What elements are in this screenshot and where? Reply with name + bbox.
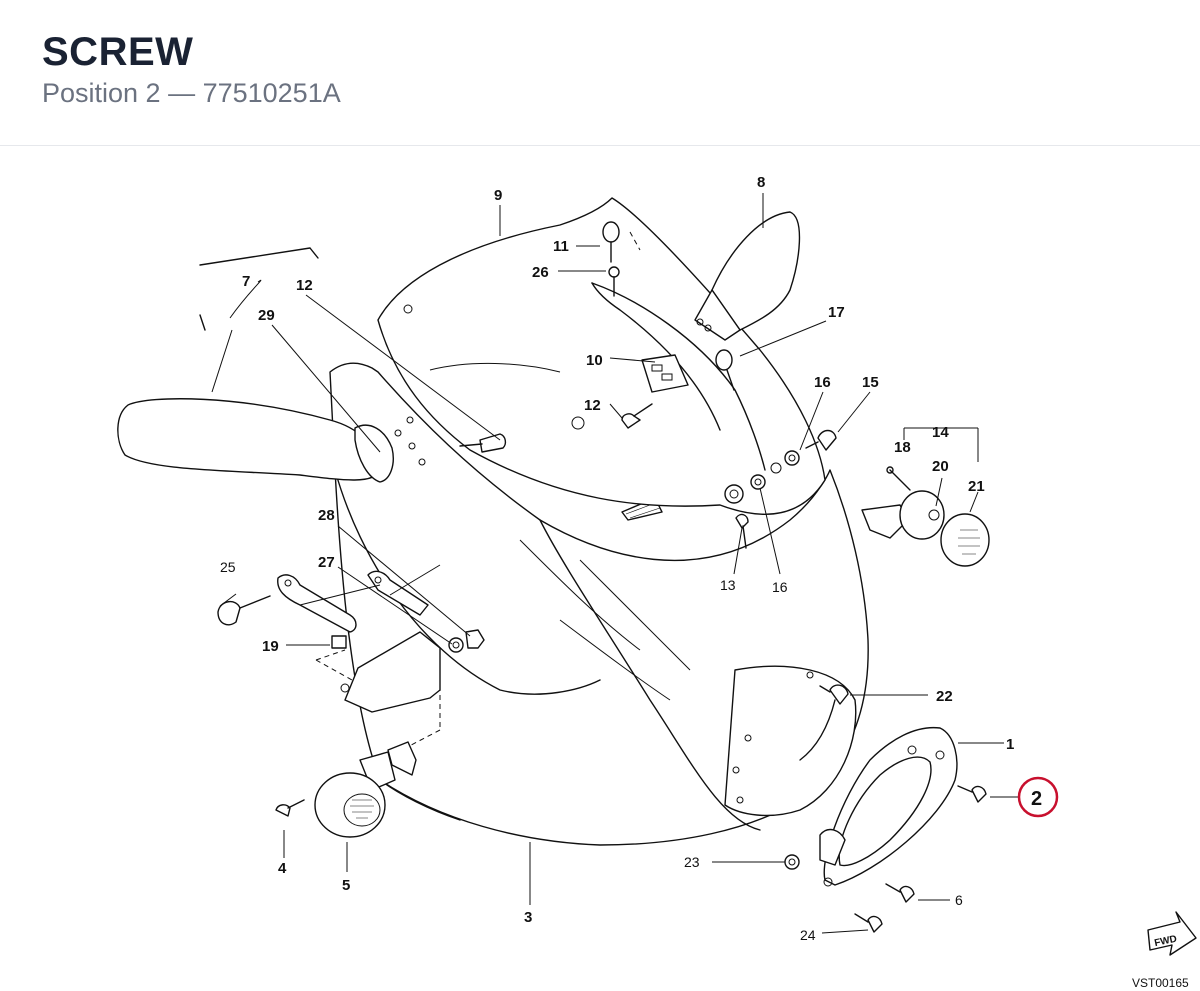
label-29[interactable]: 29 — [258, 307, 275, 324]
label-23[interactable]: 23 — [684, 854, 700, 870]
label-11[interactable]: 11 — [553, 238, 569, 255]
label-5[interactable]: 5 — [342, 877, 350, 894]
indicator-left — [314, 751, 396, 838]
label-26[interactable]: 26 — [532, 264, 549, 281]
label-7[interactable]: 7 — [242, 273, 250, 290]
label-14[interactable]: 14 — [932, 424, 949, 441]
page-header: SCREW Position 2 — 77510251A — [0, 0, 1200, 146]
label-24[interactable]: 24 — [800, 927, 816, 943]
label-8[interactable]: 8 — [757, 174, 765, 191]
label-6[interactable]: 6 — [955, 892, 963, 908]
exploded-parts-diagram: 9 8 11 26 7 12 29 10 12 17 16 15 14 18 2… — [0, 146, 1200, 991]
label-27[interactable]: 27 — [318, 554, 335, 571]
label-1[interactable]: 1 — [1006, 736, 1014, 753]
fwd-arrow-icon: FWD — [1147, 911, 1197, 956]
mirror-right — [694, 211, 801, 341]
leader-lines — [211, 193, 1018, 934]
mirror-left — [117, 247, 394, 483]
label-15[interactable]: 15 — [862, 374, 879, 391]
label-18[interactable]: 18 — [894, 439, 911, 456]
label-9[interactable]: 9 — [494, 187, 502, 204]
part-labels: 9 8 11 26 7 12 29 10 12 17 16 15 14 18 2… — [220, 174, 1014, 943]
drawing-code: VST00165 — [1132, 976, 1189, 990]
label-28[interactable]: 28 — [318, 507, 335, 524]
label-21[interactable]: 21 — [968, 478, 985, 495]
label-10[interactable]: 10 — [586, 352, 603, 369]
diagram-canvas: 9 8 11 26 7 12 29 10 12 17 16 15 14 18 2… — [117, 174, 1197, 990]
label-2-highlighted[interactable]: 2 — [1031, 788, 1042, 810]
label-16b[interactable]: 16 — [772, 579, 788, 595]
label-12b[interactable]: 12 — [584, 397, 601, 414]
fwd-label: FWD — [1153, 934, 1178, 949]
label-16a[interactable]: 16 — [814, 374, 831, 391]
label-12a[interactable]: 12 — [296, 277, 313, 294]
part-position-subtitle: Position 2 — 77510251A — [42, 78, 341, 108]
highlighted-part-2[interactable]: 2 — [1017, 776, 1059, 818]
headlight-bracket — [819, 726, 958, 887]
page-title: SCREW — [42, 30, 194, 74]
label-22[interactable]: 22 — [936, 688, 953, 705]
label-25[interactable]: 25 — [220, 559, 236, 575]
label-13[interactable]: 13 — [720, 577, 736, 593]
indicator-right — [861, 490, 990, 567]
fasteners — [217, 221, 987, 933]
windscreen — [377, 197, 826, 515]
support-plate — [277, 564, 441, 633]
side-bracket — [315, 631, 441, 776]
label-17[interactable]: 17 — [828, 304, 845, 321]
label-3[interactable]: 3 — [524, 909, 532, 926]
label-19[interactable]: 19 — [262, 638, 279, 655]
label-4[interactable]: 4 — [278, 860, 287, 877]
inner-bracket — [641, 354, 689, 393]
highlight-ring[interactable] — [1017, 776, 1059, 818]
label-20[interactable]: 20 — [932, 458, 949, 475]
